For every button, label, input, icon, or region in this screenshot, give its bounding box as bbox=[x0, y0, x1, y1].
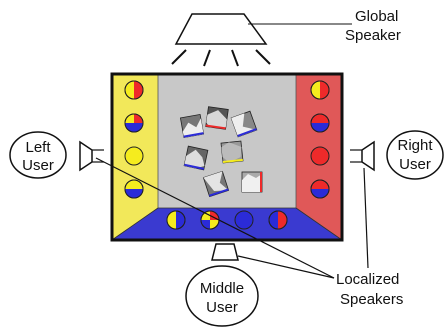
right-user-label-line2: User bbox=[399, 156, 431, 173]
token bbox=[310, 179, 330, 199]
photo-tiles bbox=[179, 106, 263, 198]
localized-speakers-label-line1: Localized bbox=[336, 271, 399, 288]
token bbox=[124, 113, 144, 133]
tabletop-display bbox=[110, 72, 344, 242]
token bbox=[124, 179, 144, 199]
global-speaker-icon bbox=[171, 13, 271, 67]
token bbox=[200, 210, 220, 230]
right-user-tokens bbox=[310, 80, 330, 199]
right-user: Right User bbox=[386, 130, 444, 180]
right-speaker-icon bbox=[361, 140, 375, 172]
token bbox=[310, 146, 330, 166]
global-speaker-label-line2: Speaker bbox=[345, 27, 401, 44]
left-user-label-line1: Left bbox=[25, 139, 51, 156]
token bbox=[310, 80, 330, 100]
photo-tile bbox=[183, 145, 209, 171]
middle-user-label-line1: Middle bbox=[200, 280, 244, 297]
display-frame bbox=[110, 72, 344, 242]
token bbox=[124, 146, 144, 166]
photo-tile bbox=[205, 106, 229, 130]
photo-tile bbox=[179, 113, 205, 139]
middle-user: Middle User bbox=[185, 265, 259, 327]
global-speaker-label-line1: Global bbox=[355, 8, 398, 25]
left-user-label-line2: User bbox=[22, 157, 54, 174]
token bbox=[124, 80, 144, 100]
token bbox=[310, 113, 330, 133]
middle-speaker-icon bbox=[211, 243, 239, 261]
token bbox=[268, 210, 288, 230]
photo-tile bbox=[220, 140, 244, 164]
localized-speakers-leader-lines bbox=[95, 157, 369, 279]
token bbox=[234, 210, 254, 230]
left-speaker-icon bbox=[79, 140, 93, 172]
localized-speakers-label-line2: Speakers bbox=[340, 291, 403, 308]
left-user-tokens bbox=[124, 80, 144, 199]
photo-tile bbox=[202, 170, 230, 198]
left-user: Left User bbox=[9, 131, 67, 179]
photo-tile bbox=[241, 171, 263, 193]
right-user-label-line1: Right bbox=[397, 137, 433, 154]
token bbox=[166, 210, 186, 230]
middle-user-tokens bbox=[166, 210, 288, 230]
photo-tile bbox=[230, 110, 258, 138]
middle-user-label-line2: User bbox=[206, 299, 238, 316]
